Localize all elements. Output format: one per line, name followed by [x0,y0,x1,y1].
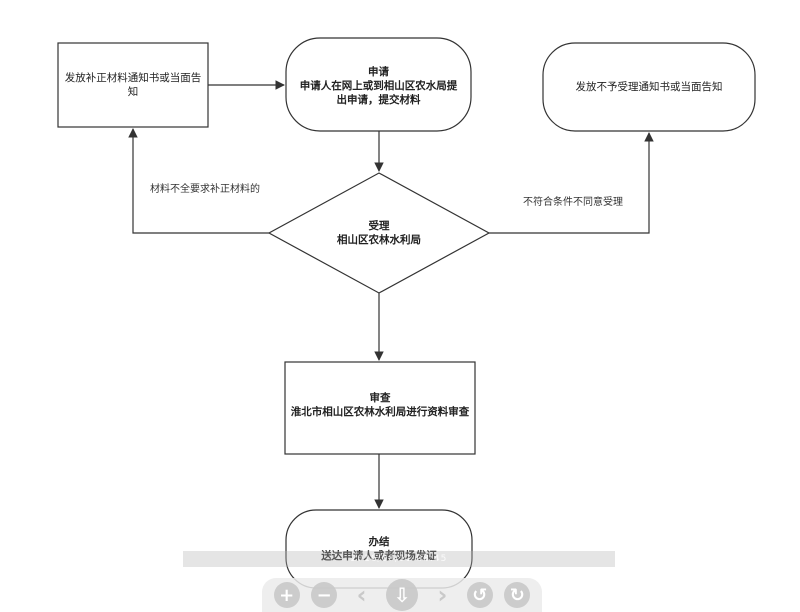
rotate-right-icon[interactable]: ↻ [504,582,531,608]
notify-supplement-box [57,42,209,128]
review-box [284,361,476,455]
edge-accept-to-supplement [128,128,269,234]
viewer-toolbar: + − ‹ ⇩ › ↺ ↻ [262,578,542,612]
watermark-strip: 2016/08/11 08:45 [183,551,615,567]
next-icon[interactable]: › [437,581,448,609]
download-icon[interactable]: ⇩ [385,579,418,611]
rotate-left-icon[interactable]: ↺ [466,582,493,608]
accept-diamond [267,172,491,294]
edge-accept-to-reject [489,132,654,234]
apply-box [285,37,472,132]
finish-box [285,509,473,589]
zoom-out-icon[interactable]: − [311,582,338,608]
edge-label-not-qualified: 不符合条件不同意受理 [523,197,623,208]
edge-label-incomplete: 材料不全要求补正材料的 [150,184,260,195]
prev-icon[interactable]: ‹ [356,581,367,609]
zoom-in-icon[interactable]: + [273,582,300,608]
notify-reject-box [542,42,756,132]
